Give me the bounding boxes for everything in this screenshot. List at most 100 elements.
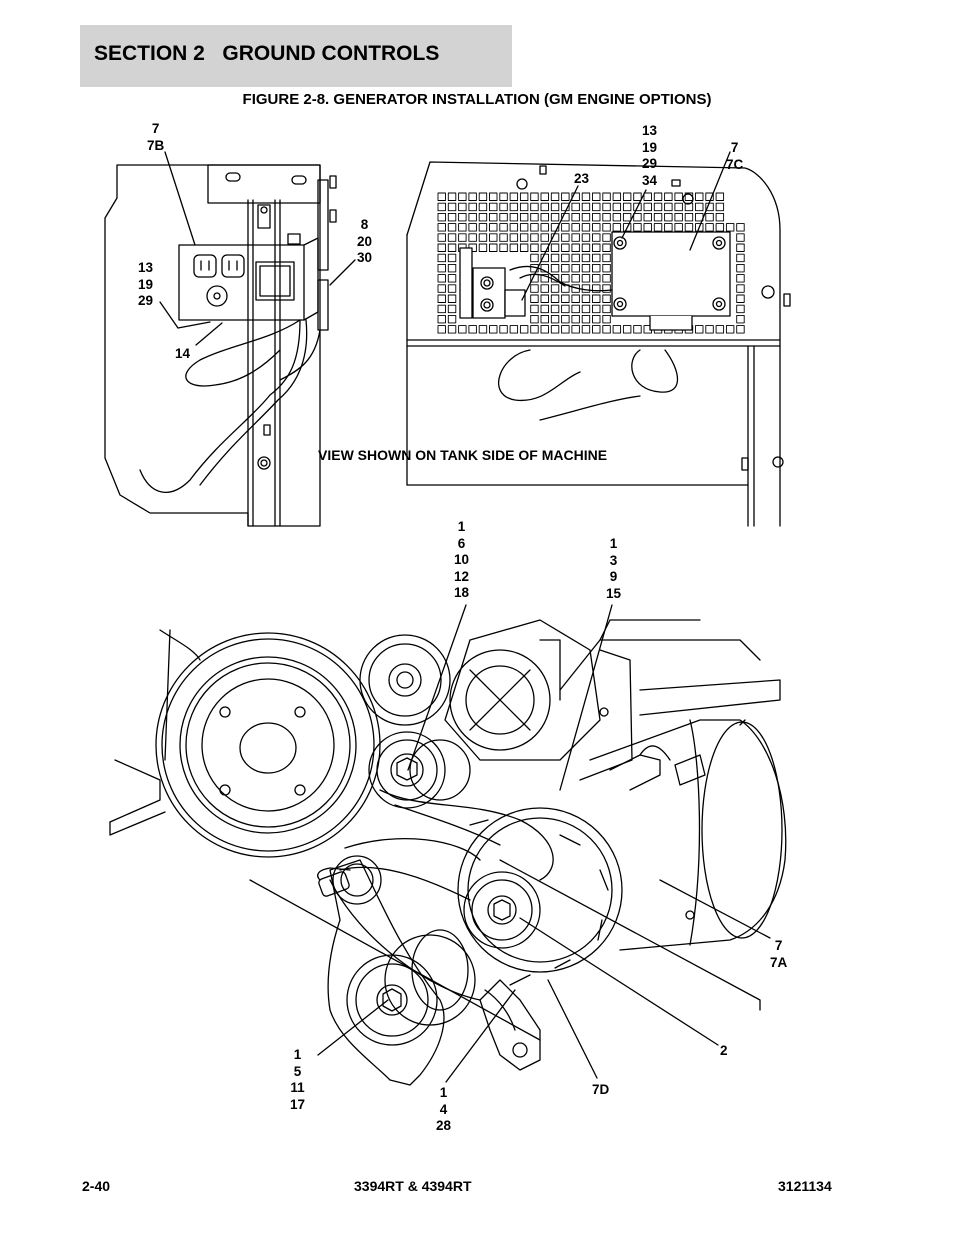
perforation (622, 202, 632, 212)
perforation (715, 325, 725, 334)
perforation (519, 243, 529, 252)
perforation (540, 192, 549, 201)
perforation (581, 263, 591, 273)
perforation (550, 304, 560, 314)
perforation (437, 223, 446, 232)
section-title: SECTION 2 GROUND CONTROLS (94, 42, 440, 65)
perforation (447, 294, 457, 303)
perforation (602, 294, 611, 303)
perforation (643, 202, 652, 212)
perforation (581, 314, 591, 324)
perforation (447, 253, 457, 263)
perforation (602, 304, 611, 314)
perforation (540, 212, 549, 222)
perforation (592, 263, 601, 273)
perforation (530, 233, 539, 242)
perforation (581, 243, 591, 252)
perforation (530, 212, 539, 222)
perforation (736, 325, 745, 334)
perforation (653, 223, 663, 232)
perforation (519, 202, 529, 212)
perforation (736, 304, 745, 314)
perforation (581, 233, 591, 242)
perforation (540, 294, 549, 303)
perforation (437, 304, 446, 314)
document-number: 3121134 (778, 1178, 832, 1194)
perforation (550, 314, 560, 324)
perforation (684, 192, 694, 201)
perforation (592, 233, 601, 242)
perforation (643, 223, 652, 232)
perforation (715, 192, 725, 201)
perforation (478, 212, 488, 222)
perforation (581, 212, 591, 222)
perforation (550, 253, 560, 263)
perforation (736, 233, 745, 242)
callout-7-7a: 7 7A (770, 938, 788, 970)
perforation (633, 192, 642, 201)
perforation (674, 202, 683, 212)
perforation (633, 223, 642, 232)
perforation (458, 202, 467, 212)
perforation (468, 325, 477, 334)
perforation (499, 243, 508, 252)
perforation (664, 212, 673, 222)
perforation (458, 233, 467, 242)
figure-title: FIGURE 2-8. GENERATOR INSTALLATION (GM E… (242, 91, 712, 108)
perforation (550, 263, 560, 273)
perforation (571, 304, 580, 314)
perforation (447, 192, 457, 201)
perforation (447, 243, 457, 252)
perforation (540, 284, 549, 293)
perforation (437, 284, 446, 293)
perforation (612, 223, 622, 232)
perforation (571, 212, 580, 222)
callout-23: 23 (574, 171, 590, 186)
perforation (530, 284, 539, 293)
perforation (540, 243, 549, 252)
perforation (592, 325, 601, 334)
perforation (489, 243, 498, 252)
perforation (612, 192, 622, 201)
perforation (561, 243, 570, 252)
callout-7-7c: 7 7C (726, 140, 744, 172)
perforation (447, 284, 457, 293)
perforation (509, 192, 519, 201)
perforation (530, 304, 539, 314)
perforation (705, 223, 714, 232)
perforation (664, 192, 673, 201)
perforation (489, 192, 498, 201)
perforation (602, 253, 611, 263)
perforation (509, 202, 519, 212)
perforation (447, 325, 457, 334)
perforation (509, 243, 519, 252)
perforation (612, 325, 622, 334)
perforation (499, 223, 508, 232)
perforation (602, 284, 611, 293)
perforation (437, 192, 446, 201)
perforation (519, 192, 529, 201)
perforation (602, 192, 611, 201)
perforation (509, 223, 519, 232)
perforation (653, 212, 663, 222)
perforation (530, 223, 539, 232)
perforation (561, 192, 570, 201)
perforation (540, 263, 549, 273)
perforation (561, 223, 570, 232)
perforation (571, 263, 580, 273)
perforation (468, 192, 477, 201)
perforation (519, 325, 529, 334)
perforation (519, 212, 529, 222)
perforation (550, 325, 560, 334)
perforation (602, 212, 611, 222)
perforation (592, 212, 601, 222)
perforation (489, 212, 498, 222)
perforation (478, 192, 488, 201)
perforation (602, 243, 611, 252)
perforation (447, 202, 457, 212)
perforation (602, 202, 611, 212)
model-name: 3394RT & 4394RT (354, 1178, 472, 1194)
perforation (571, 274, 580, 283)
perforation (581, 304, 591, 314)
perforation (519, 233, 529, 242)
